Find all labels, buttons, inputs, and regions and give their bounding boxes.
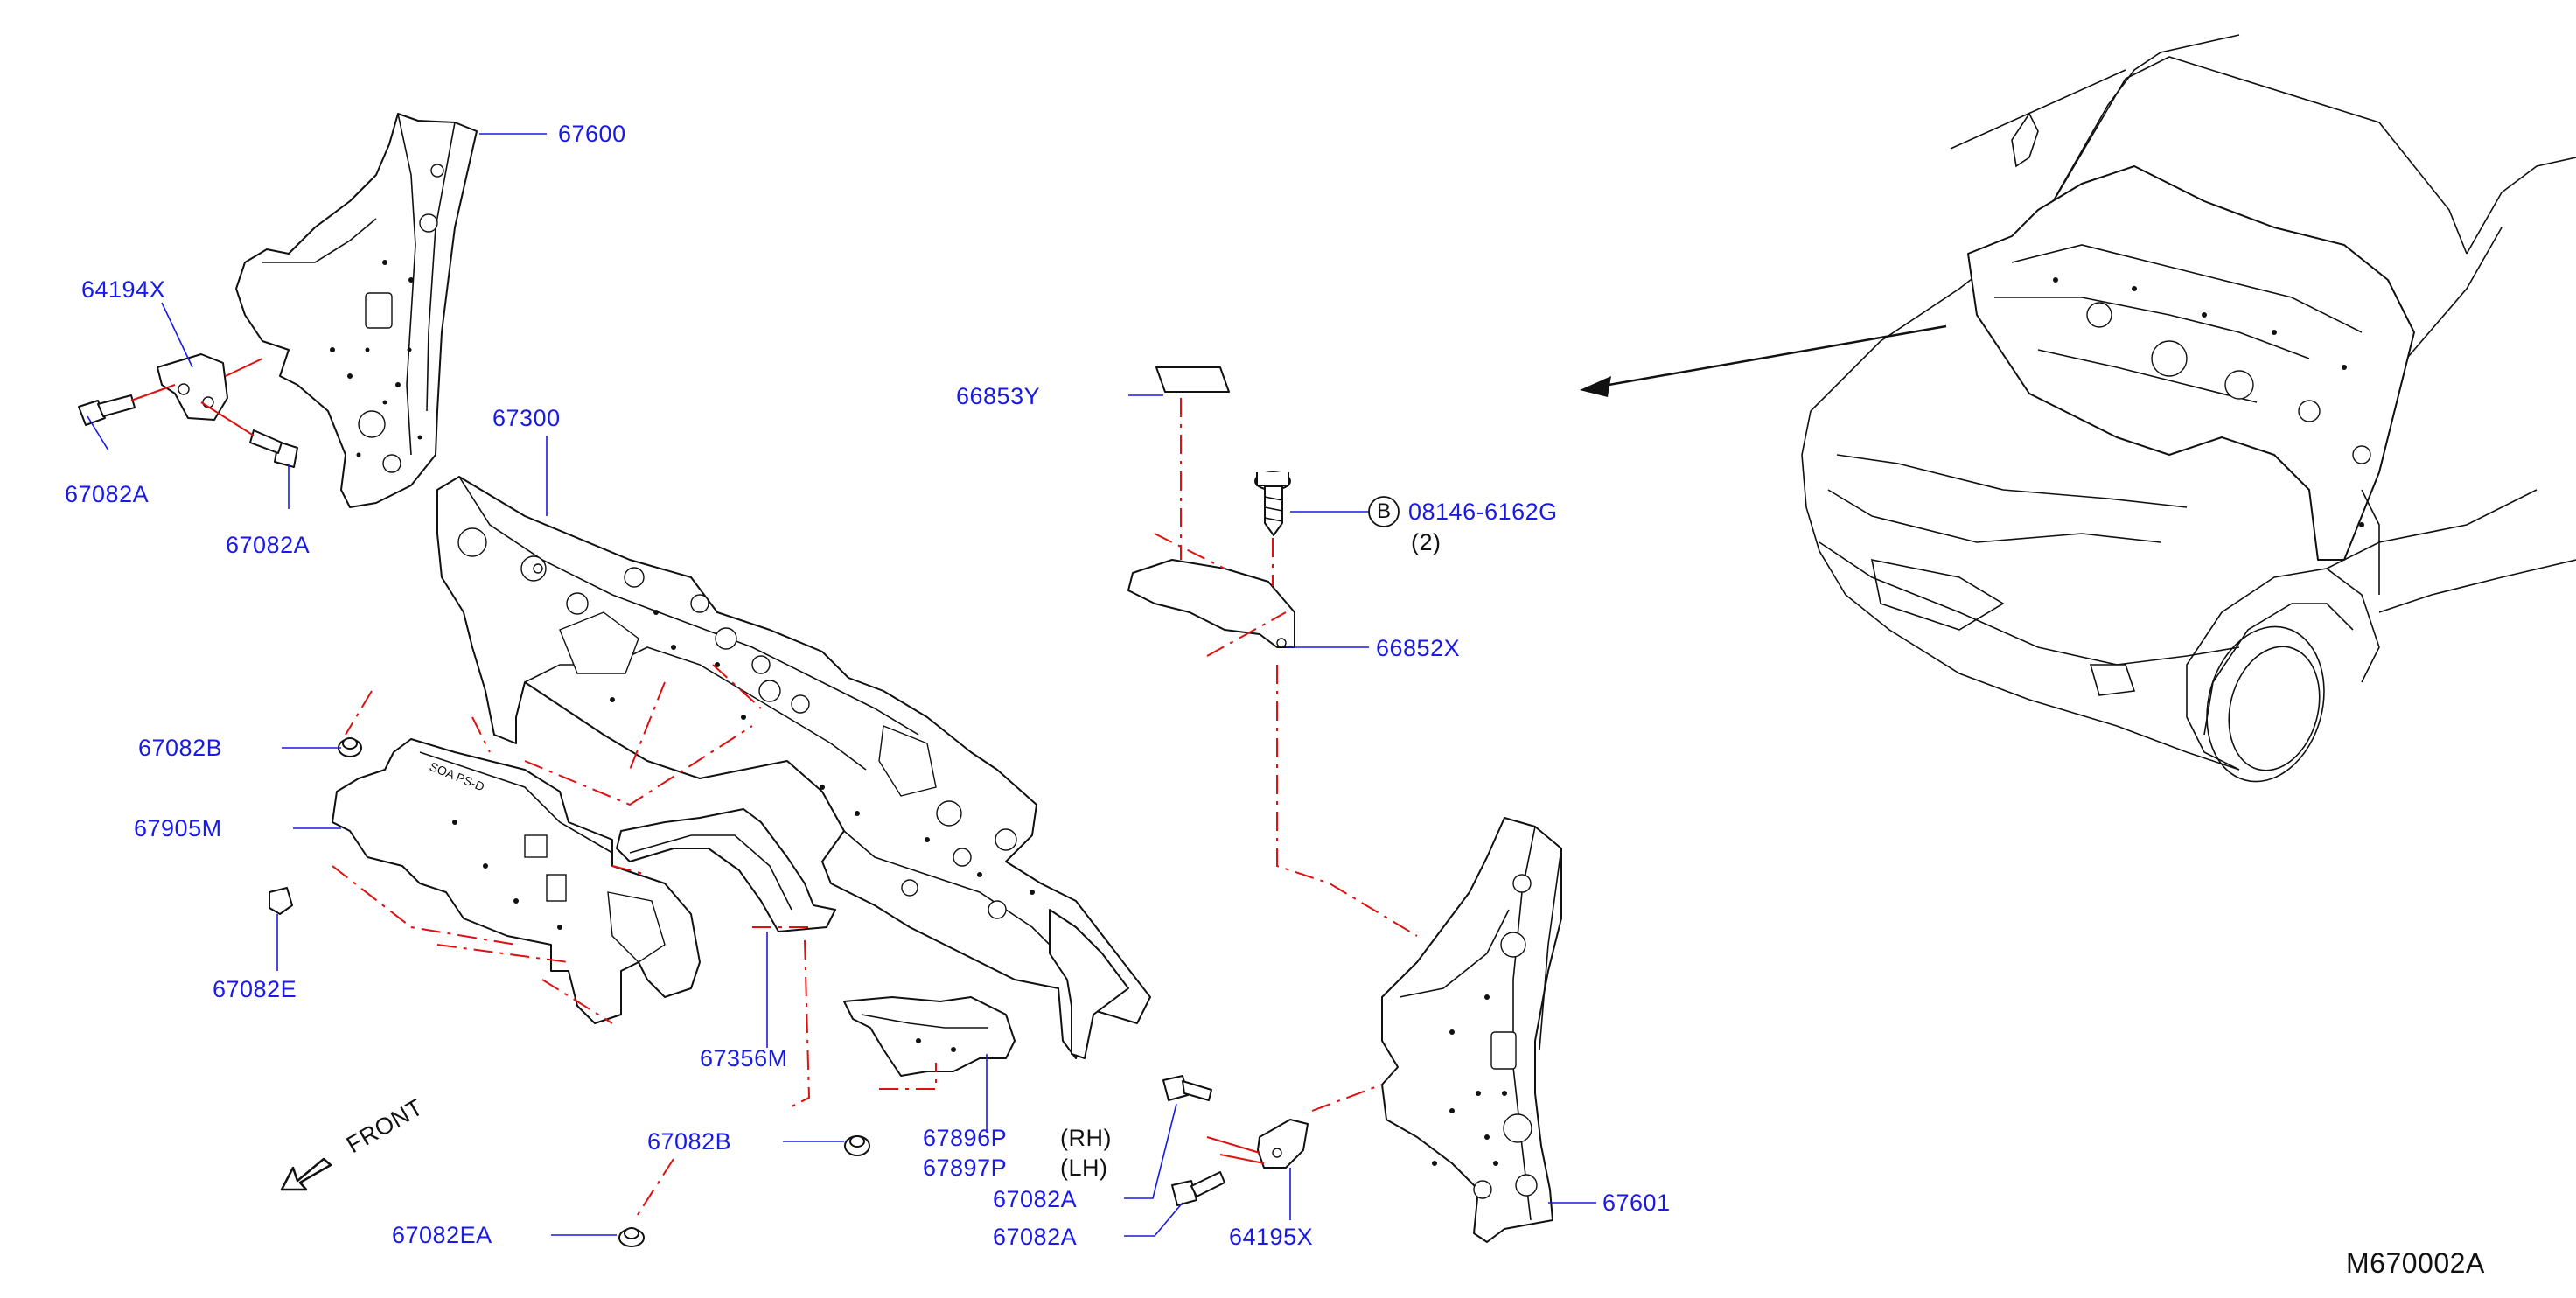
label-08146-6162G: 08146-6162G — [1408, 499, 1558, 525]
label-67082EA: 67082EA — [392, 1222, 492, 1248]
label-67300: 67300 — [492, 405, 561, 431]
plate-66853Y — [1155, 366, 1230, 393]
label-67896P: 67896P — [923, 1125, 1008, 1151]
vehicle-overview — [1580, 34, 2576, 783]
lh-note: (LH) — [1060, 1155, 1108, 1181]
label-67600: 67600 — [558, 121, 626, 147]
label-67082A-3: 67082A — [993, 1186, 1078, 1212]
label-67356M: 67356M — [700, 1045, 788, 1071]
insulator-67905M: SOA PS-D — [332, 738, 701, 1024]
clip-67082E — [269, 887, 293, 915]
label-67897P: 67897P — [923, 1155, 1008, 1181]
label-64195X: 64195X — [1229, 1224, 1314, 1250]
ref-circle-b — [1368, 496, 1400, 527]
strip-66852X — [1127, 559, 1295, 648]
drawing-code: M670002A — [2346, 1247, 2485, 1279]
clip-67082EA — [618, 1227, 645, 1247]
clip-67082B-bottom — [844, 1135, 870, 1156]
ref-circle-letter: B — [1377, 499, 1392, 523]
bolt-qty: (2) — [1411, 529, 1442, 555]
front-arrow-icon — [280, 1157, 332, 1191]
rh-note: (RH) — [1060, 1125, 1112, 1151]
label-67082B-1: 67082B — [138, 735, 223, 761]
bolt-08146-6162G — [1254, 471, 1291, 536]
label-67601: 67601 — [1602, 1190, 1671, 1216]
bracket-67896P — [843, 996, 1016, 1077]
bracket-64195X — [1257, 1119, 1309, 1169]
label-67905M: 67905M — [134, 815, 222, 841]
label-66852X: 66852X — [1376, 635, 1461, 661]
label-67082E: 67082E — [213, 976, 297, 1002]
dash-panel-67300 — [436, 476, 1151, 1059]
panel-67601 — [1381, 817, 1562, 1243]
bolt-67082A-upper-left — [78, 394, 136, 426]
label-67082A-2: 67082A — [226, 532, 311, 558]
bolt-67082A-lower-bottom — [1171, 1171, 1225, 1206]
leader-lines — [87, 133, 1596, 1237]
label-64194X: 64194X — [81, 276, 166, 303]
bolt-67082A-upper-right — [249, 429, 298, 468]
label-67082B-2: 67082B — [647, 1128, 732, 1155]
insulator-67356M — [616, 808, 836, 932]
bolt-67082A-lower-top — [1162, 1075, 1212, 1101]
clip-67082B-left — [338, 737, 362, 757]
label-67082A-1: 67082A — [65, 481, 150, 507]
label-67082A-4: 67082A — [993, 1224, 1078, 1250]
label-66853Y: 66853Y — [956, 383, 1041, 409]
panel-67600 — [235, 113, 478, 508]
